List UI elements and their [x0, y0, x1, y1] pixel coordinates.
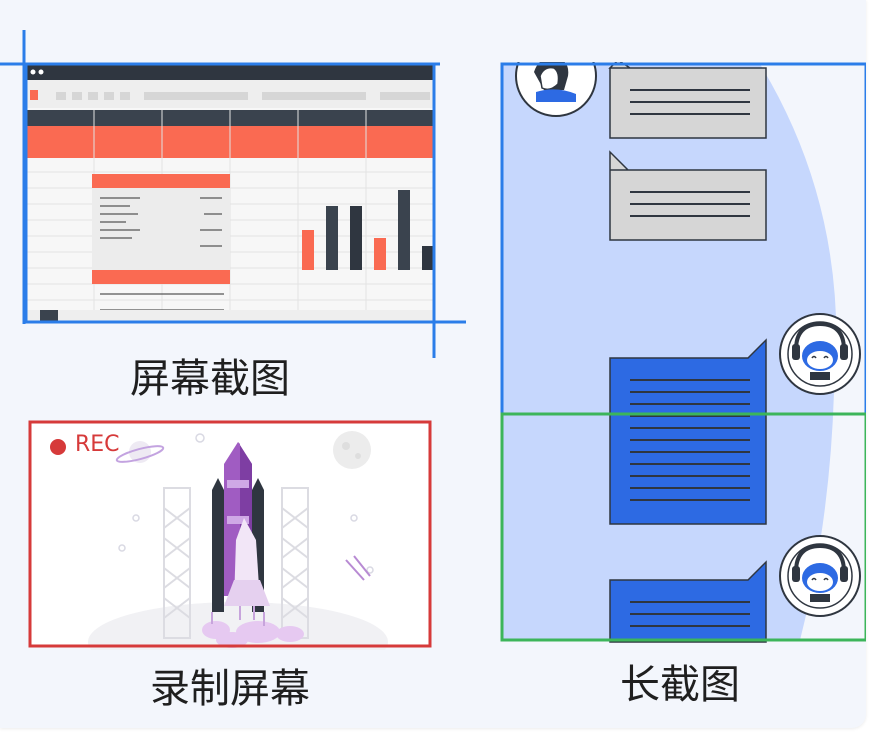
rec-badge: REC	[75, 432, 120, 457]
option-record[interactable]: REC 录制屏幕	[28, 420, 432, 720]
rec-dot-icon	[50, 439, 66, 455]
long-thumbnail	[500, 62, 866, 644]
capture-mode-panel: 屏幕截图	[0, 0, 866, 728]
option-label: 录制屏幕	[150, 666, 310, 712]
record-thumbnail: REC	[28, 420, 432, 650]
screenshot-thumbnail	[0, 28, 470, 358]
option-long[interactable]: 长截图	[500, 62, 866, 712]
option-label: 长截图	[620, 662, 740, 708]
option-label: 屏幕截图	[130, 356, 290, 402]
option-screenshot[interactable]: 屏幕截图	[0, 28, 470, 402]
